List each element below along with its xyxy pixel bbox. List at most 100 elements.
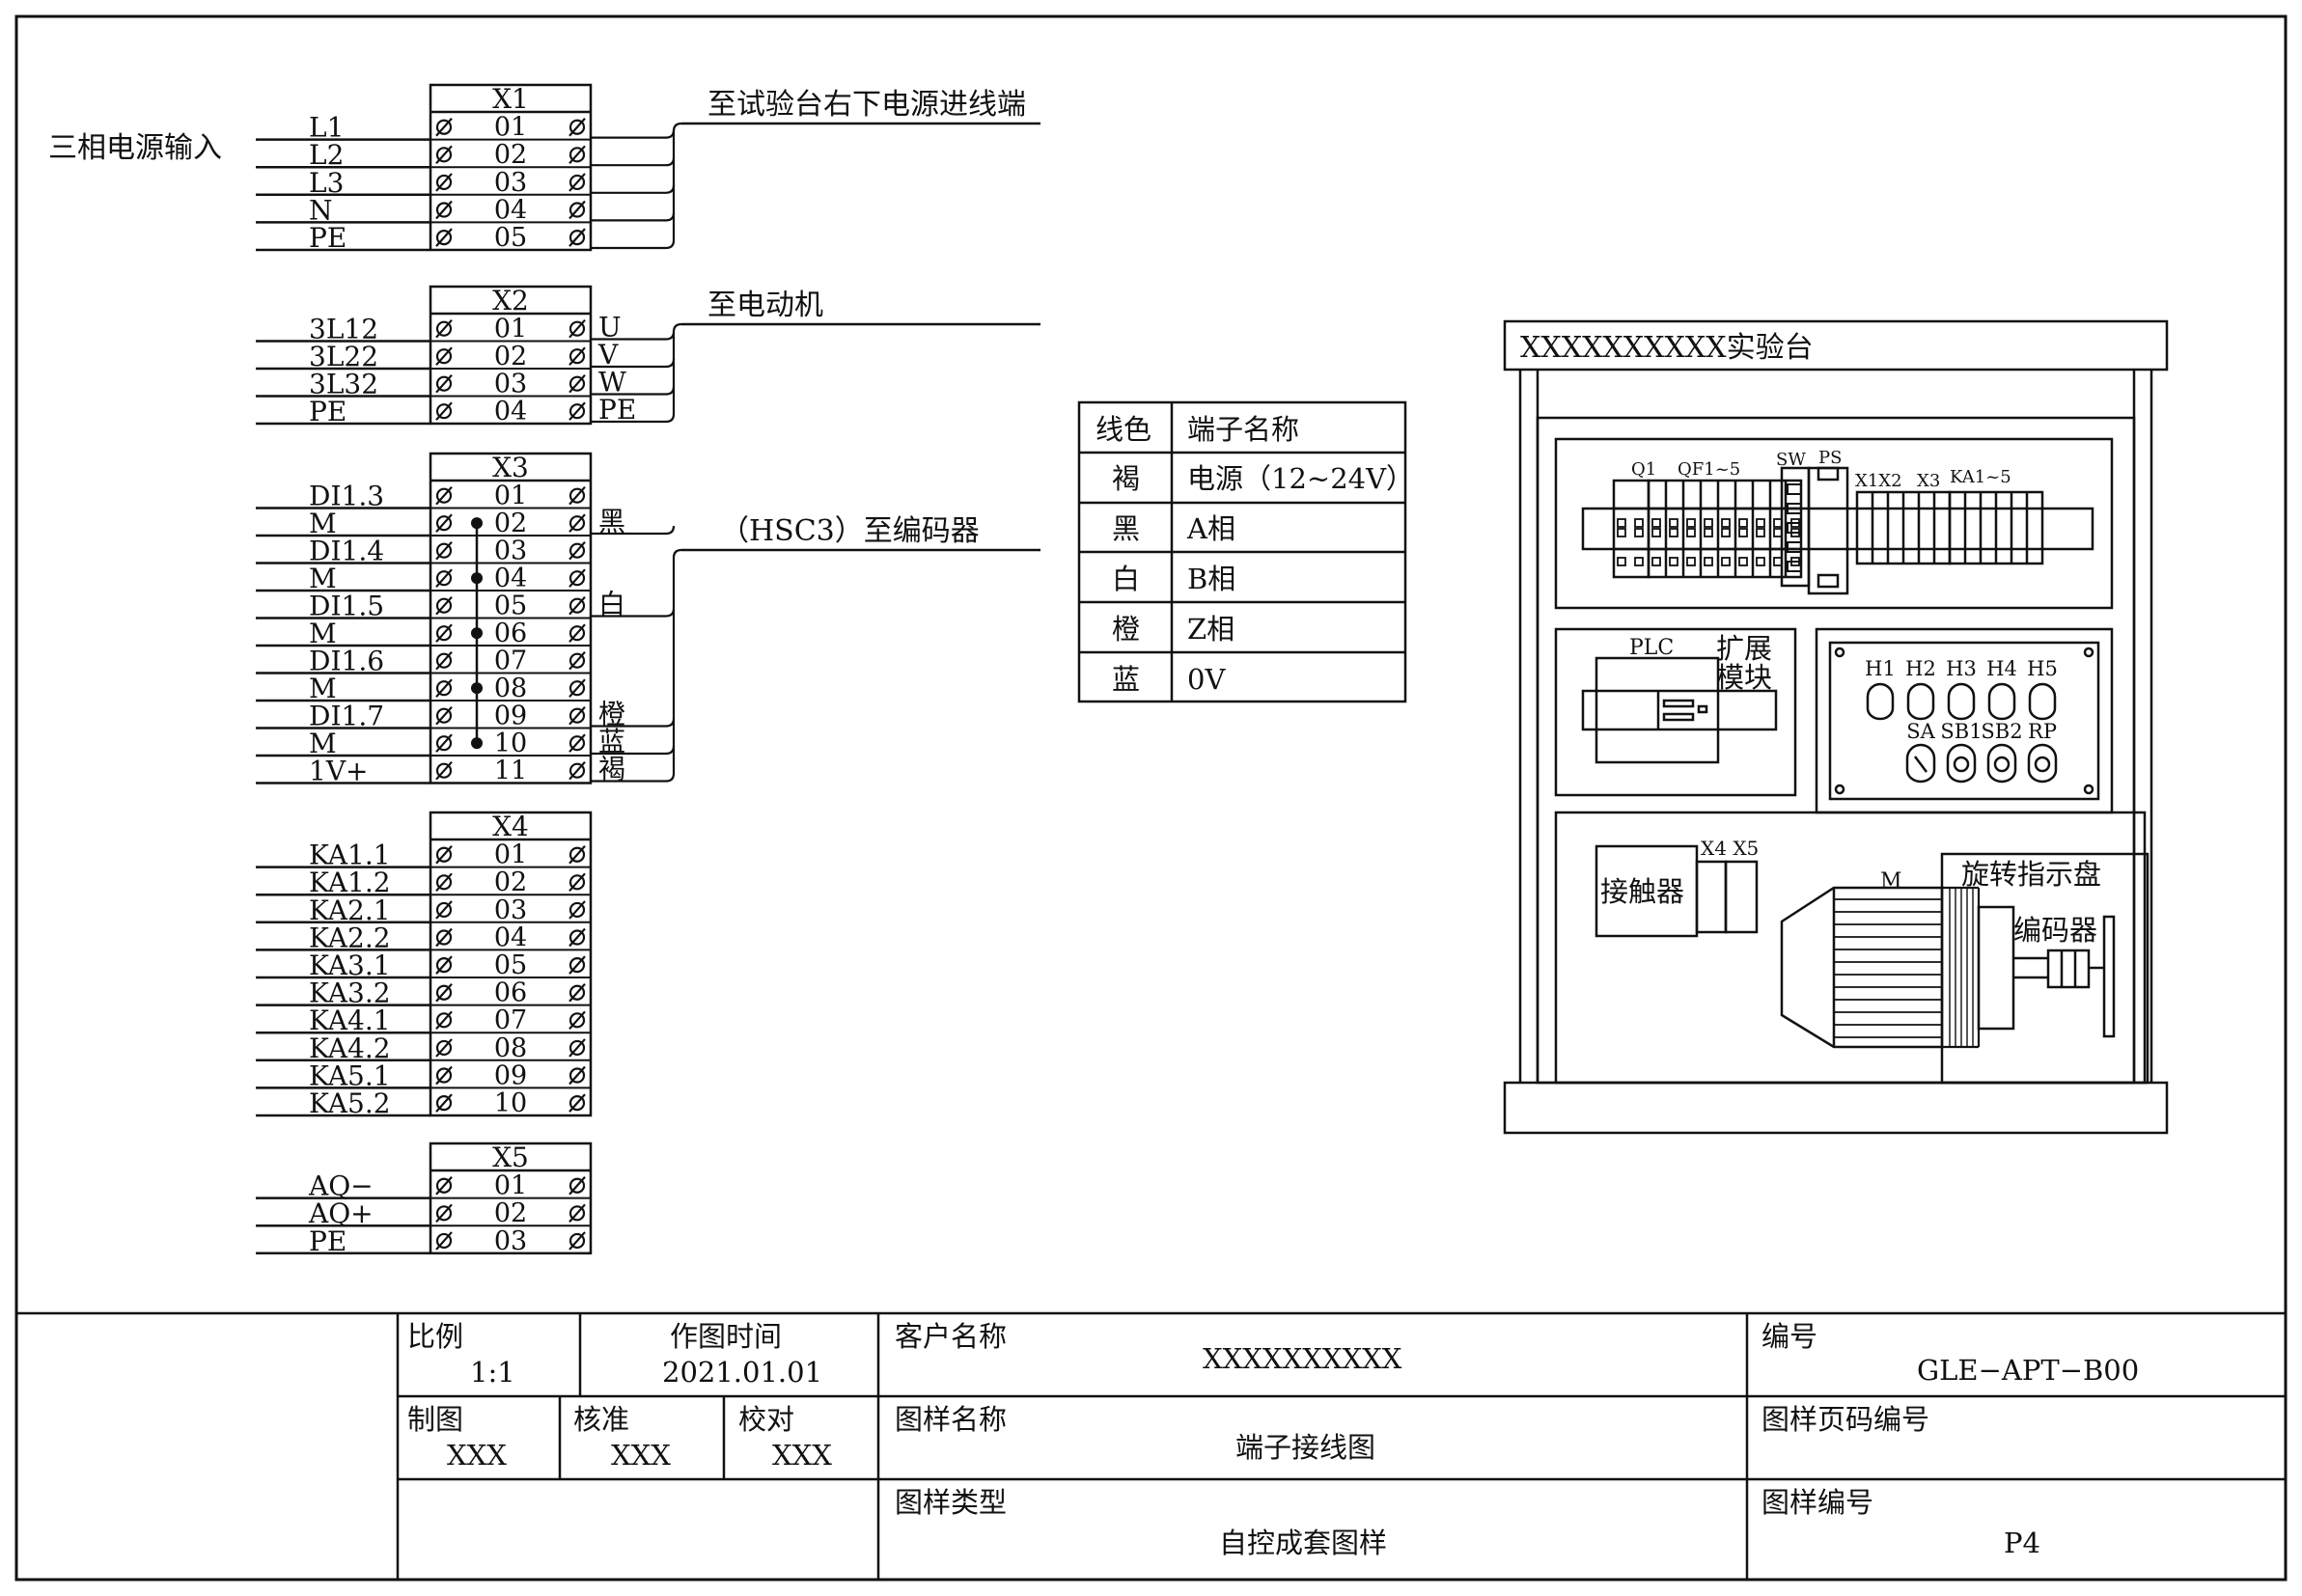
drawing-name-value: 端子接线图 — [1235, 1431, 1375, 1464]
wire-color-table — [1077, 400, 1407, 703]
screw-terminal-icon — [569, 485, 586, 506]
drawing-border — [14, 14, 2288, 1582]
screw-terminal-icon — [435, 1010, 453, 1031]
wire-label-x4-05: KA3.1 — [309, 949, 391, 981]
wire-color-label: 白 — [598, 589, 625, 620]
screw-terminal-icon — [569, 705, 586, 726]
switch-label: SB1 — [1940, 720, 1982, 743]
wire-label-x4-06: KA3.2 — [309, 977, 391, 1009]
screw-terminal-icon — [569, 927, 586, 948]
screw-terminal-icon — [569, 145, 586, 165]
scale-value: 1:1 — [470, 1356, 515, 1389]
indicator-lamp-h5: H5 — [2027, 657, 2058, 721]
control-switch-sb1: SB1 — [1940, 720, 1983, 784]
table-term-power: 电源（12~24V） — [1187, 462, 1414, 495]
label-qf: QF1~5 — [1678, 459, 1740, 480]
screw-terminal-icon — [569, 513, 586, 533]
title-block-grid — [16, 1311, 2286, 1580]
table-color-brown: 褐 — [1112, 462, 1140, 495]
screw-terminal-icon — [435, 568, 453, 588]
screw-terminal-icon — [435, 1175, 453, 1196]
terminal-number: 10 — [494, 729, 527, 758]
screw-terminal-icon — [435, 173, 453, 192]
screw-terminal-icon — [435, 1203, 453, 1224]
screw-terminal-icon — [435, 513, 453, 533]
table-header-color: 线色 — [1096, 413, 1151, 446]
terminal-id-x4: X4 — [492, 811, 529, 842]
screw-terminal-icon — [435, 733, 453, 753]
wire-color-label: 黑 — [598, 506, 625, 537]
wire-label-x2-01: 3L12 — [309, 314, 378, 345]
indicator-lamp-h3: H3 — [1946, 657, 1977, 721]
label-ka: KA1~5 — [1950, 467, 2011, 487]
wire-label-x4-10: KA5.2 — [309, 1087, 391, 1119]
label-q1: Q1 — [1631, 459, 1656, 480]
indicator-lamp-h2: H2 — [1905, 657, 1936, 721]
wire-label-x4-04: KA2.2 — [309, 922, 391, 953]
switch-label: SB2 — [1981, 720, 2022, 743]
wire-label-x4-07: KA4.1 — [309, 1004, 391, 1036]
number-label: 编号 — [1761, 1320, 1817, 1353]
terminal-number: 02 — [494, 1198, 527, 1228]
wire-label-x4-08: KA4.2 — [309, 1032, 391, 1064]
drawing-no-label: 图样编号 — [1761, 1486, 1873, 1519]
destination-label-x3: （HSC3）至编码器 — [720, 514, 980, 548]
terminal-number: 02 — [494, 509, 527, 538]
bridge-dot — [471, 517, 483, 530]
wire-label-x2-02: 3L22 — [309, 341, 378, 372]
wire-color-label: V — [597, 339, 619, 371]
screw-terminal-icon — [569, 982, 586, 1003]
drawn-value: XXX — [447, 1439, 507, 1472]
wire-label-x3-03: DI1.4 — [309, 536, 384, 567]
approved-label: 核准 — [573, 1403, 629, 1436]
terminal-number: 02 — [494, 342, 527, 371]
lamp-label: H1 — [1865, 657, 1896, 680]
number-value: GLE−APT−B00 — [1917, 1354, 2139, 1387]
wire-color-label: U — [598, 312, 622, 344]
wire-color-label: W — [598, 367, 626, 399]
terminal-number: 01 — [494, 113, 527, 143]
terminal-number: 03 — [494, 168, 527, 198]
terminal-id-x1: X1 — [492, 83, 529, 115]
wire-label-x2-03: 3L32 — [309, 369, 378, 400]
screw-terminal-icon — [435, 623, 453, 643]
date-value: 2021.01.01 — [662, 1356, 822, 1389]
table-term-0v: 0V — [1187, 663, 1226, 696]
screw-terminal-icon — [435, 346, 453, 366]
destination-label-x2: 至电动机 — [707, 289, 823, 322]
terminal-number: 03 — [494, 1226, 527, 1256]
terminal-id-x2: X2 — [492, 285, 529, 316]
screw-terminal-icon — [569, 1175, 586, 1196]
lamp-label: H3 — [1946, 657, 1977, 680]
screw-terminal-icon — [435, 200, 453, 220]
switch-label: RP — [2028, 720, 2057, 743]
wire-label-x3-08: M — [309, 673, 337, 704]
screw-terminal-icon — [435, 145, 453, 165]
table-header-terminal: 端子名称 — [1187, 413, 1299, 446]
label-x1x2: X1X2 — [1855, 471, 1902, 491]
screw-terminal-icon — [435, 401, 453, 421]
client-value: XXXXXXXXXX — [1203, 1342, 1402, 1375]
bridge-dot — [471, 737, 483, 750]
screw-terminal-icon — [569, 568, 586, 588]
terminal-number: 09 — [494, 702, 527, 731]
screw-terminal-icon — [569, 173, 586, 192]
screw-terminal-icon — [569, 373, 586, 394]
wire-label-x3-06: M — [309, 618, 337, 649]
wire-label-x1-02: L2 — [309, 139, 344, 171]
screw-terminal-icon — [435, 982, 453, 1003]
terminal-number: 07 — [494, 1005, 527, 1035]
drawn-label: 制图 — [407, 1403, 463, 1436]
terminal-number: 05 — [494, 950, 527, 980]
table-color-orange: 橙 — [1112, 613, 1140, 646]
table-color-blue: 蓝 — [1112, 663, 1140, 696]
terminal-id-x3: X3 — [492, 452, 529, 483]
screw-terminal-icon — [435, 540, 453, 561]
terminal-number: 01 — [494, 1171, 527, 1201]
screw-terminal-icon — [569, 844, 586, 865]
label-dial: 旋转指示盘 — [1961, 858, 2101, 891]
screw-terminal-icon — [435, 485, 453, 506]
screw-terminal-icon — [435, 228, 453, 247]
